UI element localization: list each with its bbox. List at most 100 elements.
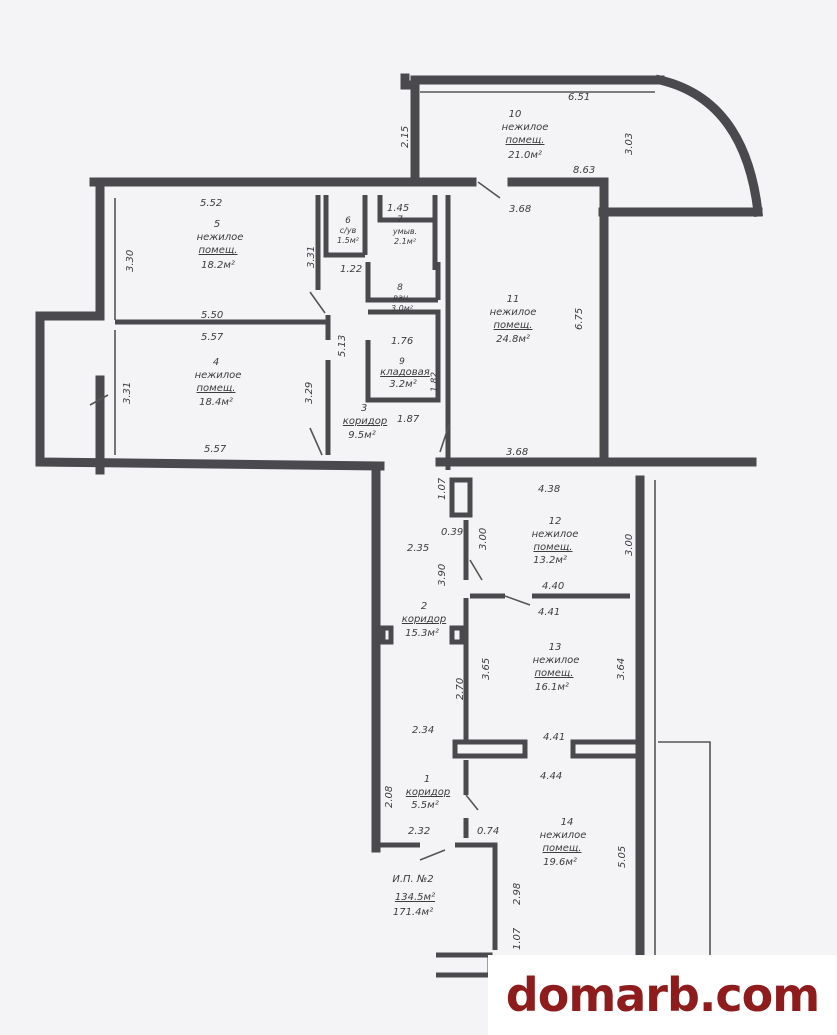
svg-text:24.8м²: 24.8м² [496, 334, 530, 345]
svg-text:19.6м²: 19.6м² [543, 857, 577, 868]
svg-text:помещ.: помещ. [534, 542, 573, 553]
svg-text:3.65: 3.65 [481, 658, 492, 680]
svg-text:10: 10 [509, 109, 522, 120]
svg-text:помещ.: помещ. [494, 320, 533, 331]
svg-text:1.82: 1.82 [430, 372, 440, 392]
svg-text:1.87: 1.87 [397, 414, 420, 425]
svg-text:4: 4 [213, 357, 219, 368]
svg-text:4.44: 4.44 [540, 771, 562, 782]
svg-text:1.5м²: 1.5м² [337, 236, 360, 245]
svg-text:нежилое: нежилое [195, 370, 242, 381]
svg-text:кладовая: кладовая [380, 367, 430, 378]
svg-text:134.5м²: 134.5м² [395, 892, 435, 903]
svg-text:0.74: 0.74 [477, 826, 499, 837]
svg-text:1.07: 1.07 [512, 927, 523, 950]
svg-text:помещ.: помещ. [543, 843, 582, 854]
svg-text:нежилое: нежилое [490, 307, 537, 318]
svg-text:9.5м²: 9.5м² [348, 430, 375, 441]
room-7-label: 7 умыв. 2.1м² [392, 215, 417, 246]
watermark-text: domarb.com [505, 968, 820, 1022]
svg-text:5.13: 5.13 [337, 335, 348, 357]
svg-text:коридор: коридор [402, 614, 446, 625]
room-1-label: 1 коридор 5.5м² [406, 774, 450, 811]
svg-text:5.57: 5.57 [201, 332, 224, 343]
svg-text:3.68: 3.68 [506, 447, 528, 458]
room-8-label: 8 ван. 3.0м² [391, 283, 414, 313]
svg-text:2.35: 2.35 [407, 543, 429, 554]
room-14-label: 14 нежилое помещ. 19.6м² [540, 817, 587, 868]
svg-text:3: 3 [361, 403, 367, 414]
room-2-label: 2 коридор 15.3м² [402, 601, 446, 639]
svg-text:14: 14 [561, 817, 574, 828]
room-4-label: 4 нежилое помещ. 18.4м² [195, 357, 242, 408]
svg-text:4.38: 4.38 [538, 484, 560, 495]
svg-text:И.П. №2: И.П. №2 [392, 874, 433, 885]
svg-text:5.52: 5.52 [200, 198, 222, 209]
svg-text:3.90: 3.90 [437, 564, 448, 586]
svg-text:помещ.: помещ. [535, 668, 574, 679]
room-9-label: 9 кладовая 3.2м² [380, 357, 430, 390]
svg-text:2.70: 2.70 [455, 678, 466, 700]
svg-text:9: 9 [399, 357, 405, 367]
svg-text:3.2м²: 3.2м² [389, 379, 416, 390]
svg-text:8: 8 [397, 283, 403, 293]
svg-text:коридор: коридор [406, 787, 450, 798]
room-5-label: 5 нежилое помещ. 18.2м² [197, 219, 244, 271]
svg-text:2: 2 [421, 601, 427, 612]
doors [89, 181, 531, 861]
svg-text:коридор: коридор [343, 416, 387, 427]
svg-text:1.07: 1.07 [437, 477, 448, 500]
svg-text:2.15: 2.15 [400, 126, 411, 148]
svg-text:2.1м²: 2.1м² [394, 237, 417, 246]
svg-text:16.1м²: 16.1м² [535, 682, 569, 693]
svg-text:6: 6 [345, 216, 351, 226]
svg-text:1.22: 1.22 [340, 264, 362, 275]
svg-text:4.41: 4.41 [538, 607, 560, 618]
dimension-labels: 6.51 2.15 3.03 8.63 3.68 5.52 3.30 3.31 … [122, 92, 635, 950]
svg-text:3.30: 3.30 [125, 250, 136, 272]
svg-text:5.57: 5.57 [204, 444, 227, 455]
svg-text:3.64: 3.64 [616, 658, 627, 680]
svg-text:3.31: 3.31 [122, 382, 133, 404]
room-3-label: 3 коридор 9.5м² [343, 403, 387, 441]
svg-text:нежилое: нежилое [197, 232, 244, 243]
walls [35, 73, 763, 978]
room-13-label: 13 нежилое помещ. 16.1м² [533, 642, 580, 693]
svg-text:ван.: ван. [393, 293, 410, 302]
svg-text:13: 13 [549, 642, 562, 653]
svg-text:5: 5 [214, 219, 220, 230]
svg-text:3.03: 3.03 [624, 133, 635, 155]
svg-text:3.31: 3.31 [306, 246, 317, 268]
svg-text:2.98: 2.98 [512, 883, 523, 905]
svg-text:18.2м²: 18.2м² [201, 260, 235, 271]
svg-text:2.34: 2.34 [412, 725, 434, 736]
svg-text:помещ.: помещ. [199, 245, 238, 256]
svg-text:1.45: 1.45 [387, 203, 409, 214]
svg-text:3.00: 3.00 [478, 528, 489, 550]
svg-text:8.63: 8.63 [573, 165, 595, 176]
summary-label: И.П. №2 134.5м² 171.4м² [392, 874, 435, 918]
svg-text:6.51: 6.51 [568, 92, 590, 103]
room-6-label: 6 с/ув 1.5м² [337, 216, 360, 245]
room-10-label: 10 нежилое помещ. 21.0м² [502, 109, 549, 161]
svg-text:6.75: 6.75 [574, 308, 585, 330]
svg-text:3.0м²: 3.0м² [391, 304, 414, 313]
room-12-label: 12 нежилое помещ. 13.2м² [532, 516, 579, 566]
svg-text:3.68: 3.68 [509, 204, 531, 215]
svg-text:15.3м²: 15.3м² [405, 628, 439, 639]
svg-text:1.76: 1.76 [391, 336, 413, 347]
svg-text:11: 11 [507, 294, 520, 305]
svg-text:нежилое: нежилое [540, 830, 587, 841]
svg-text:помещ.: помещ. [197, 383, 236, 394]
svg-text:4.40: 4.40 [542, 581, 564, 592]
room-11-label: 11 нежилое помещ. 24.8м² [490, 294, 537, 345]
svg-text:нежилое: нежилое [533, 655, 580, 666]
svg-text:21.0м²: 21.0м² [508, 150, 542, 161]
svg-text:13.2м²: 13.2м² [533, 555, 567, 566]
svg-text:помещ.: помещ. [506, 135, 545, 146]
svg-text:5.05: 5.05 [617, 846, 628, 868]
svg-text:171.4м²: 171.4м² [393, 907, 433, 918]
watermark: domarb.com [488, 955, 837, 1035]
svg-text:5.50: 5.50 [201, 310, 223, 321]
